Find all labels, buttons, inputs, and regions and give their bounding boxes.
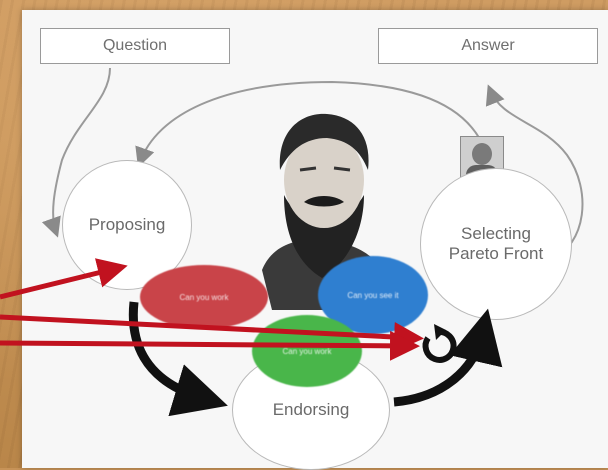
selecting-label: Selecting Pareto Front [448,224,544,263]
selecting-loop-line [135,80,493,181]
selecting-to-answer-line [485,84,584,261]
blue-blob-text: Can you see it [347,290,399,300]
endorsing-label: Endorsing [272,400,350,419]
connector-lines [41,67,584,261]
red-blob-text: Can you work [179,292,229,302]
presentation-slide: Question Answer Proposing Selecting Pare… [22,10,608,470]
proposing-label: Proposing [88,215,166,234]
question-to-proposing-line [41,67,111,238]
selecting-node: Selecting Pareto Front [420,168,572,320]
green-blob: Can you work [252,315,362,387]
green-blob-text: Can you work [282,346,332,356]
flow-arrows [128,301,503,417]
red-arrow-to-loop-2 [0,330,420,361]
question-box: Question [40,28,230,64]
red-arrow-to-loop [0,314,424,352]
red-blob: Can you work [140,265,268,329]
answer-box: Answer [378,28,598,64]
proposing-to-endorsing-arrow [128,301,228,417]
endorsing-to-selecting-arrow [393,308,503,407]
loop-arrow-icon [422,324,457,363]
portrait-illustration [262,113,382,310]
red-arrow-to-proposing [0,258,128,300]
